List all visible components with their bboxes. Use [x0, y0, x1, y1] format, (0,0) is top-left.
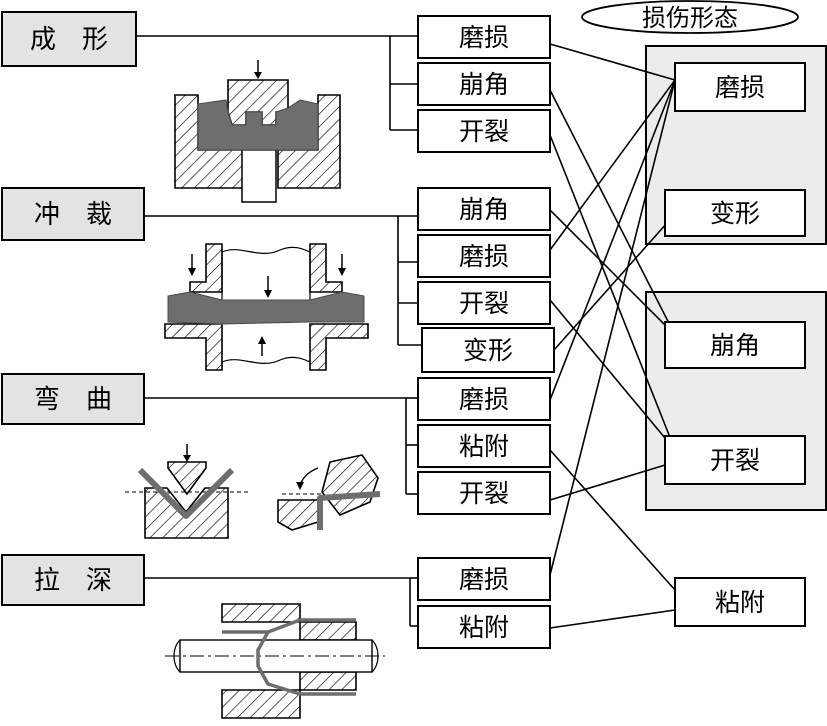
damage-wear-label: 磨损 [715, 73, 765, 102]
drawing-die-illustration [165, 603, 385, 719]
process-bending: 弯 曲 [1, 373, 145, 425]
damage-crack: 开裂 [664, 435, 806, 485]
option-box: 磨损 [417, 557, 551, 601]
damage-adhesion: 粘附 [674, 577, 806, 627]
wiping-bend-illustration [277, 454, 381, 531]
option-box: 崩角 [417, 62, 551, 106]
process-forming-label: 成 形 [30, 25, 108, 55]
option-box: 粘附 [417, 424, 551, 468]
option-box: 磨损 [417, 234, 551, 278]
damage-deform: 变形 [664, 189, 806, 237]
option-box: 粘附 [417, 605, 551, 649]
option-box: 开裂 [417, 109, 551, 153]
option-label: 开裂 [459, 117, 509, 146]
option-label: 崩角 [459, 70, 509, 99]
damage-crack-label: 开裂 [710, 446, 760, 475]
punching-die-illustration [164, 243, 369, 371]
bending-die-illustration [125, 444, 248, 539]
option-box: 磨损 [417, 15, 551, 59]
option-box: 开裂 [417, 471, 551, 515]
damage-wear: 磨损 [674, 62, 806, 112]
damage-deform-label: 变形 [710, 199, 760, 228]
damage-adhesion-label: 粘附 [715, 588, 765, 617]
title-ellipse [581, 0, 799, 34]
option-box: 磨损 [417, 377, 551, 421]
forming-die-illustration [174, 60, 341, 203]
option-label: 磨损 [459, 23, 509, 52]
option-box: 变形 [421, 327, 555, 373]
damage-chip-label: 崩角 [710, 331, 760, 360]
process-punching: 冲 裁 [1, 187, 145, 241]
option-label: 粘附 [459, 613, 509, 642]
option-label: 磨损 [459, 385, 509, 414]
damage-forms: 磨损 变形 崩角 开裂 粘附 [664, 62, 806, 627]
process-bending-label: 弯 曲 [34, 385, 112, 415]
process-forming: 成 形 [1, 11, 137, 67]
process-punching-label: 冲 裁 [34, 200, 112, 230]
tree-connectors [136, 35, 422, 627]
title-badge: 损伤形态 [581, 0, 799, 34]
damage-chip: 崩角 [664, 321, 806, 369]
process-options: 磨损 崩角 开裂 崩角 磨损 开裂 变形 磨损 粘附 开裂 磨损 粘附 [417, 15, 555, 649]
option-label: 磨损 [459, 565, 509, 594]
mapping-lines [549, 43, 676, 629]
option-label: 磨损 [459, 242, 509, 271]
option-box: 开裂 [417, 281, 551, 325]
diagram-title: 损伤形态 [642, 4, 738, 32]
option-label: 崩角 [459, 195, 509, 224]
process-labels: 成 形 冲 裁 弯 曲 拉 深 [1, 11, 145, 606]
option-label: 变形 [463, 336, 513, 365]
process-drawing-label: 拉 深 [34, 566, 112, 596]
option-label: 开裂 [459, 289, 509, 318]
option-label: 粘附 [459, 432, 509, 461]
option-box: 崩角 [417, 187, 551, 231]
option-label: 开裂 [459, 479, 509, 508]
process-drawing: 拉 深 [1, 554, 145, 606]
